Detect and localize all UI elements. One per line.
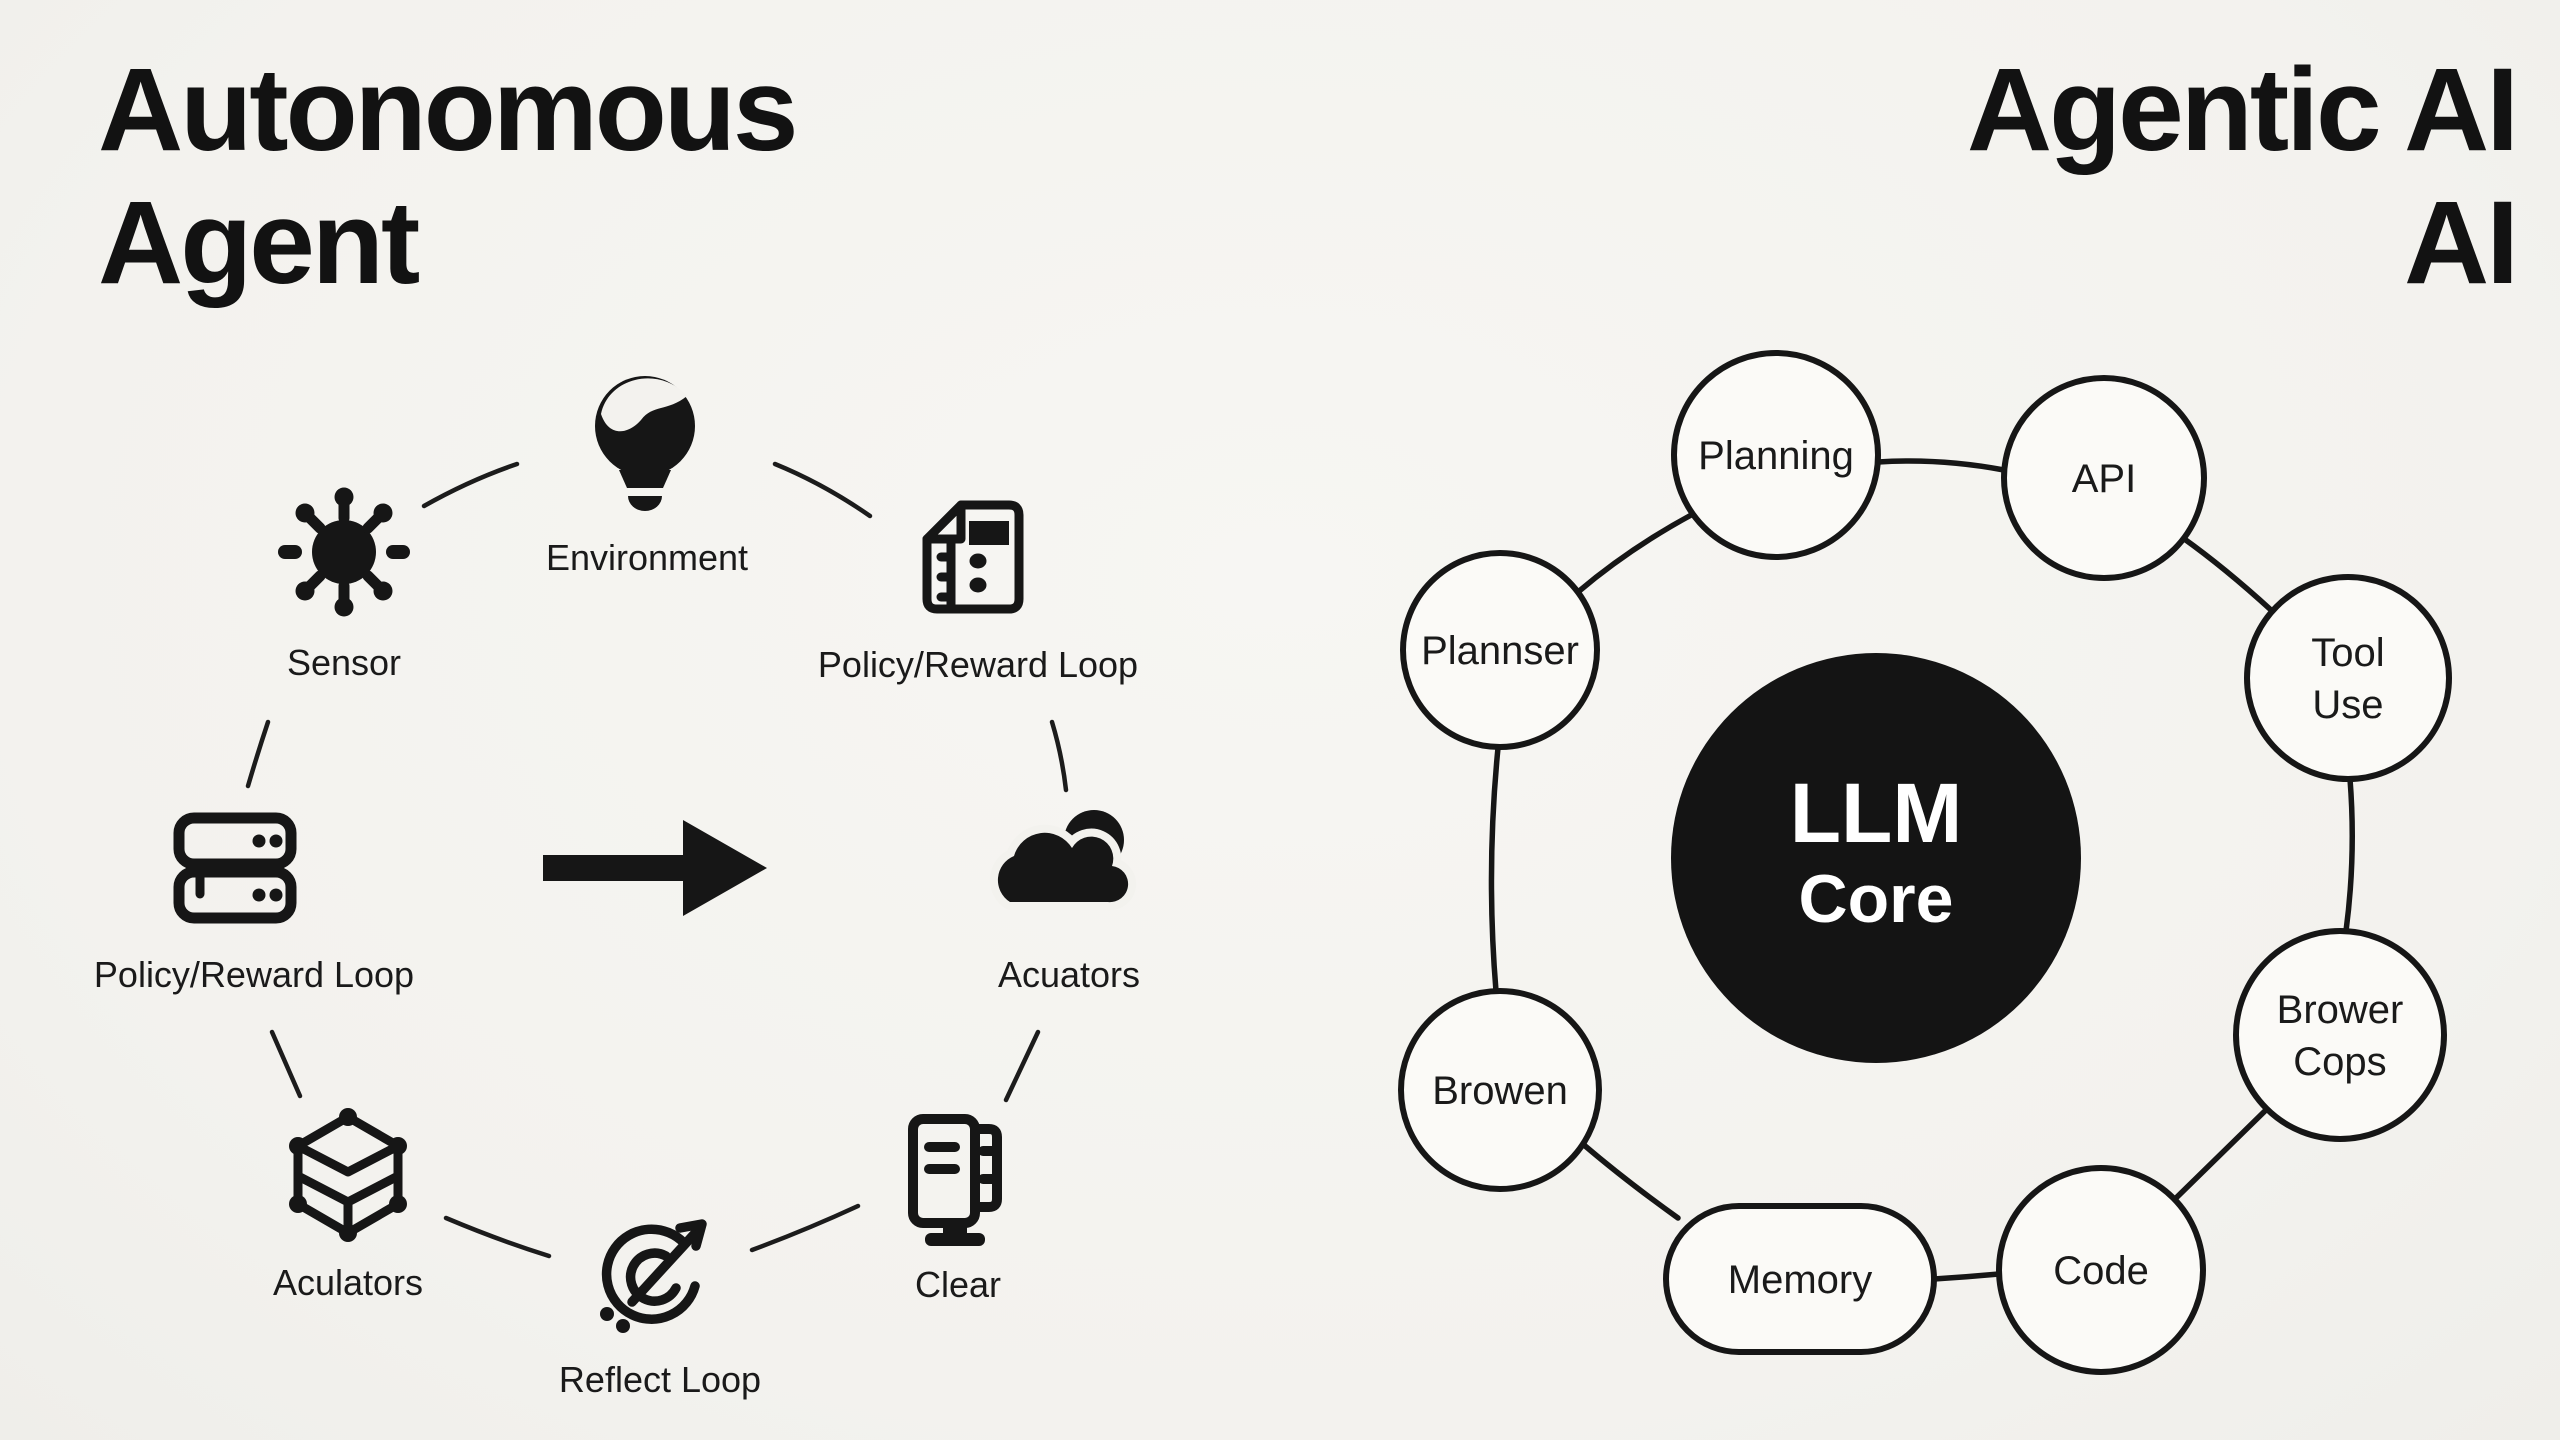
reflect-loop-label: Reflect Loop	[559, 1359, 761, 1400]
connector-planning-api	[1875, 458, 2007, 473]
environment-label: Environment	[546, 537, 748, 578]
server-tower-icon	[908, 1114, 1002, 1246]
lightbulb-icon	[595, 376, 695, 511]
svg-text:API: API	[2072, 457, 2136, 501]
cube-network-icon	[289, 1108, 407, 1242]
autonomous-agent-diagram: Environment Sensor	[94, 376, 1140, 1400]
clear-label: Clear	[915, 1264, 1001, 1305]
svg-text:Cops: Cops	[2293, 1040, 2386, 1084]
target-arrow-icon	[600, 1219, 707, 1333]
svg-text:Use: Use	[2312, 683, 2383, 727]
connector-api-tooluse	[2180, 535, 2274, 613]
svg-text:Planning: Planning	[1698, 434, 1854, 478]
node-tool-use: Tool Use	[2244, 574, 2452, 782]
connector-memory-browen	[1581, 1142, 1681, 1221]
svg-text:Browen: Browen	[1432, 1069, 1568, 1113]
llm-core-line2: Core	[1799, 861, 1954, 937]
arrow-right-icon	[543, 820, 767, 916]
connector-environment-policy	[772, 461, 873, 519]
sensor-label: Sensor	[287, 642, 401, 683]
policy-reward-top-label: Policy/Reward Loop	[818, 644, 1138, 685]
ring-nodes: Planning API Plannser Tool Use Brower Co…	[1398, 350, 2452, 1375]
policy-reward-left-label: Policy/Reward Loop	[94, 954, 414, 995]
connector-sensor-environment	[421, 461, 520, 509]
svg-text:Code: Code	[2053, 1249, 2149, 1293]
connector-code-memory	[1931, 1271, 2002, 1282]
connector-policy-acuators	[1049, 719, 1069, 793]
node-browen: Browen	[1398, 988, 1602, 1192]
connector-reflect-clear	[749, 1203, 861, 1253]
node-brower-cops: Brower Cops	[2233, 928, 2447, 1142]
right-panel-title: Agentic AI AI	[1966, 44, 2519, 311]
svg-text:Tool: Tool	[2311, 631, 2384, 675]
connector-policyreward-aculators	[269, 1029, 303, 1099]
node-code: Code	[1996, 1165, 2206, 1375]
connector-tooluse-browercops	[2343, 776, 2355, 934]
connector-plannser-planning	[1575, 511, 1696, 595]
server-stack-icon	[173, 812, 297, 924]
node-plannser: Plannser	[1400, 550, 1600, 750]
svg-text:Memory: Memory	[1728, 1258, 1872, 1302]
connector-sensor-policyreward	[245, 719, 271, 789]
llm-core-line1: LLM	[1790, 766, 1963, 860]
left-title-line1: Autonomous	[98, 44, 799, 176]
cloud-icon	[989, 810, 1137, 911]
agentic-ai-diagram: LLM Core Planning API Plannser Tool Use	[1398, 350, 2452, 1375]
svg-text:Plannser: Plannser	[1421, 629, 1579, 673]
sensor-sun-icon	[278, 487, 410, 617]
right-title-line1: Agentic AI	[1966, 44, 2519, 176]
svg-text:Brower: Brower	[2277, 988, 2404, 1032]
connector-acuators-clear	[1003, 1029, 1041, 1103]
cycle-connectors	[245, 461, 1069, 1259]
connector-aculators-reflect	[443, 1215, 552, 1259]
connector-browercops-code	[2172, 1105, 2271, 1202]
llm-core-node: LLM Core	[1671, 653, 2081, 1063]
acuators-label: Acuators	[998, 954, 1140, 995]
ring-connectors	[1488, 458, 2355, 1282]
node-planning: Planning	[1671, 350, 1881, 560]
aculators-label: Aculators	[273, 1262, 423, 1303]
right-title-line2: AI	[2404, 177, 2519, 310]
connector-browen-plannser	[1488, 745, 1501, 994]
left-title-line2: Agent	[98, 177, 420, 310]
left-panel-title: Autonomous Agent	[98, 44, 799, 311]
notebook-icon	[922, 500, 1024, 614]
node-api: API	[2001, 375, 2207, 581]
node-memory: Memory	[1663, 1203, 1937, 1355]
